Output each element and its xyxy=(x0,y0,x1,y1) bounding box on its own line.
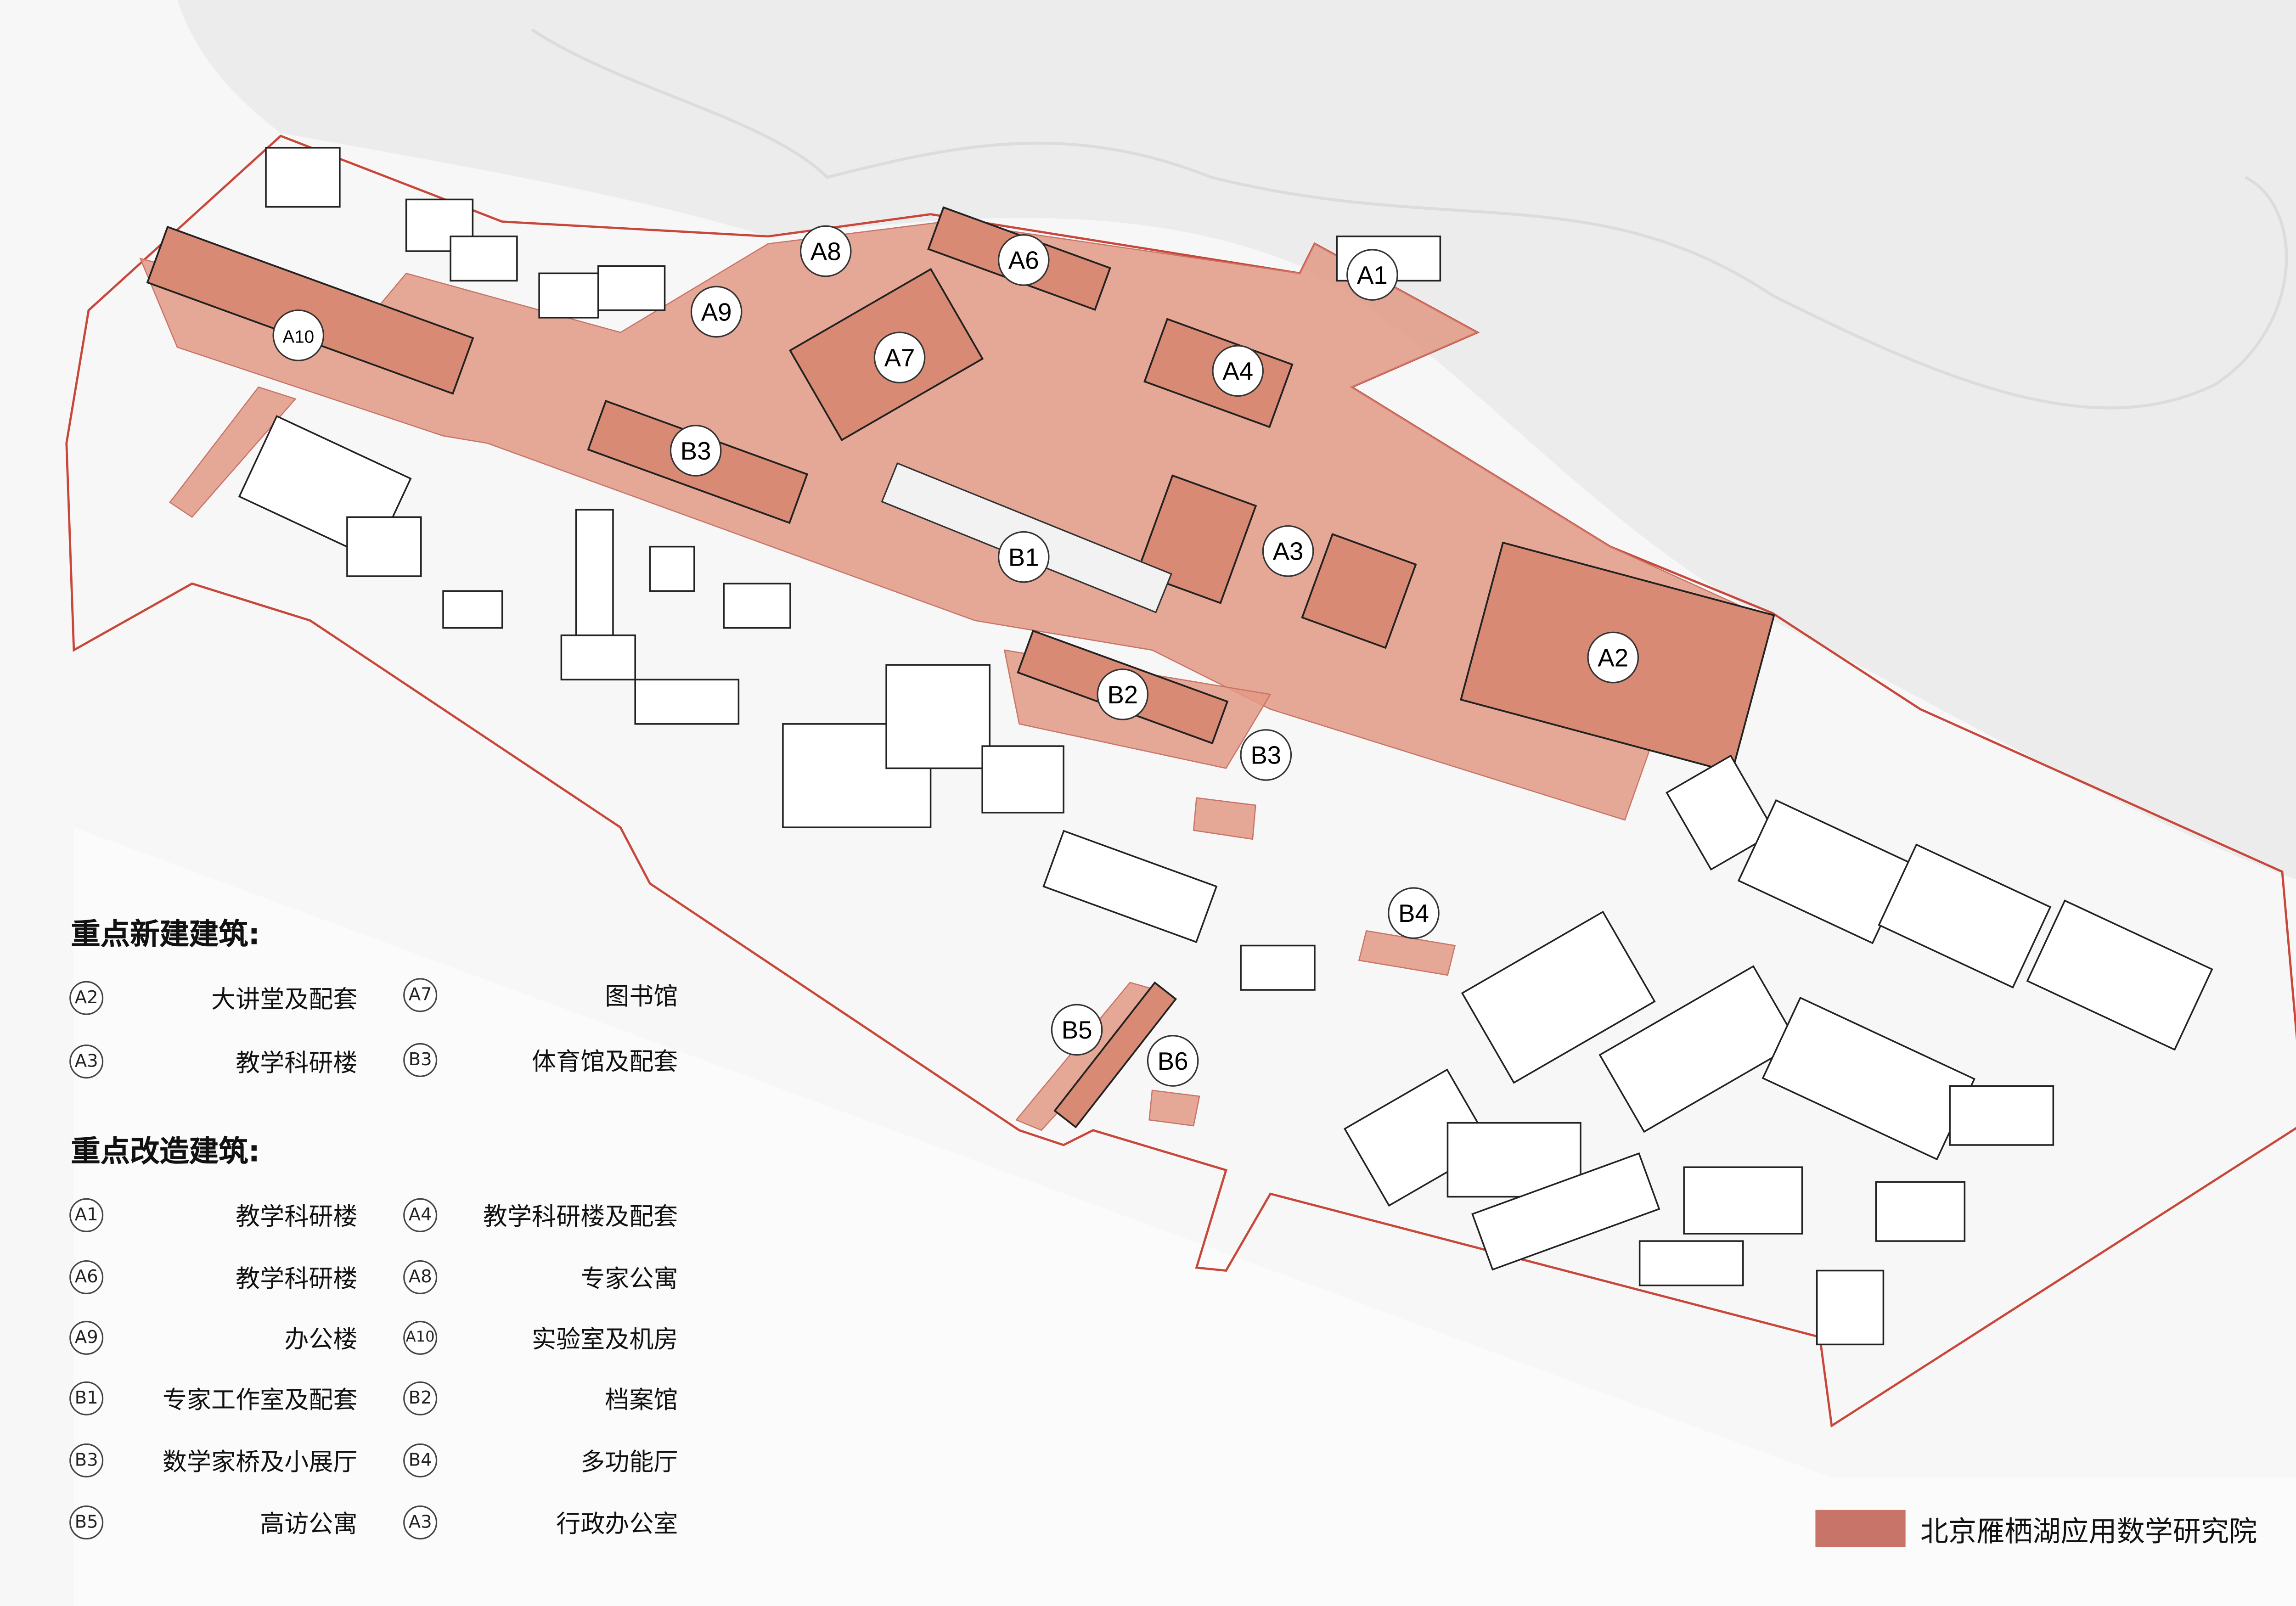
svg-text:A6: A6 xyxy=(1008,246,1039,275)
code-badge: A10 xyxy=(403,1320,438,1354)
building-a3b xyxy=(1301,533,1417,649)
svg-text:B5: B5 xyxy=(1062,1016,1092,1044)
map-labels: A10 A8 A9 A6 A7 A1 A4 B3 B1 A3 A2 B2 B3 … xyxy=(272,225,1639,1087)
legend-label: 多功能厅 xyxy=(580,1448,678,1476)
code-badge: A4 xyxy=(403,1197,438,1232)
legend-item: A7 图书馆 xyxy=(403,975,678,1014)
institute-key-label: 北京雁栖湖应用数学研究院 xyxy=(1920,1516,2257,1549)
legend-label: 教学科研楼 xyxy=(236,1264,358,1293)
legend-label: 实验室及机房 xyxy=(532,1325,678,1353)
code-badge: B5 xyxy=(69,1505,104,1539)
map-label-a3: A3 xyxy=(1262,525,1314,577)
legend-item: B3 体育馆及配套 xyxy=(403,1040,678,1078)
context-buildings xyxy=(238,147,2213,1346)
renovated-buildings-heading: 重点改造建筑: xyxy=(71,1133,260,1169)
code-badge: A3 xyxy=(69,1044,104,1078)
legend-item: B3 数学家桥及小展厅 xyxy=(69,1441,357,1479)
code-badge: B4 xyxy=(403,1443,438,1477)
svg-text:B1: B1 xyxy=(1008,543,1039,571)
new-buildings-heading: 重点新建建筑: xyxy=(71,916,260,952)
code-badge: A8 xyxy=(403,1259,438,1294)
road xyxy=(73,827,2296,1606)
legend-item: A10 实验室及机房 xyxy=(403,1318,678,1356)
map-label-b6: B6 xyxy=(1147,1035,1199,1087)
legend-item: A4 教学科研楼及配套 xyxy=(403,1195,678,1234)
legend-label: 专家工作室及配套 xyxy=(162,1386,358,1414)
zone-a10-west xyxy=(169,386,297,518)
svg-text:B2: B2 xyxy=(1107,680,1138,709)
legend-item: B5 高访公寓 xyxy=(69,1503,357,1541)
code-badge: A7 xyxy=(403,977,438,1011)
code-badge: B2 xyxy=(403,1381,438,1415)
svg-text:A7: A7 xyxy=(884,343,915,372)
code-badge: A3 xyxy=(403,1505,438,1539)
code-badge: A6 xyxy=(69,1259,104,1294)
legend-item: A3 行政办公室 xyxy=(403,1503,678,1541)
map-label-b5: B5 xyxy=(1051,1004,1103,1056)
legend-label: 专家公寓 xyxy=(580,1264,678,1293)
svg-text:A8: A8 xyxy=(810,237,841,265)
code-badge: A1 xyxy=(69,1197,104,1232)
map-label-a2: A2 xyxy=(1587,631,1639,684)
svg-text:A3: A3 xyxy=(1273,537,1304,566)
legend-label: 教学科研楼 xyxy=(236,1049,358,1077)
svg-text:A9: A9 xyxy=(701,298,732,326)
building-a3 xyxy=(1136,474,1257,604)
svg-text:B3: B3 xyxy=(1250,741,1281,769)
legend-item: A9 办公楼 xyxy=(69,1318,357,1356)
legend-item: A3 教学科研楼 xyxy=(69,1042,357,1080)
legend-label: 教学科研楼 xyxy=(236,1202,358,1231)
svg-text:A4: A4 xyxy=(1222,357,1253,385)
legend-item: B2 档案馆 xyxy=(403,1378,678,1417)
code-badge: A2 xyxy=(69,980,104,1015)
zone-b6 xyxy=(1148,1089,1200,1127)
code-badge: A9 xyxy=(69,1320,104,1354)
code-badge: B3 xyxy=(69,1443,104,1477)
building-b5 xyxy=(1053,981,1177,1129)
legend-label: 办公楼 xyxy=(284,1325,358,1353)
map-label-a10: A10 xyxy=(272,309,325,361)
hill-ridge xyxy=(531,28,2288,410)
svg-text:A1: A1 xyxy=(1357,261,1388,289)
legend-label: 体育馆及配套 xyxy=(532,1047,678,1076)
legend-item: A8 专家公寓 xyxy=(403,1258,678,1296)
legend-label: 行政办公室 xyxy=(556,1510,678,1538)
svg-text:A2: A2 xyxy=(1598,643,1628,672)
svg-text:B3: B3 xyxy=(681,437,711,465)
legend-label: 档案馆 xyxy=(605,1386,678,1414)
map-label-a8: A8 xyxy=(799,225,852,277)
code-badge: B3 xyxy=(403,1042,438,1077)
map-label-b2: B2 xyxy=(1097,668,1149,720)
zone-b3-south xyxy=(1193,797,1256,840)
hill-terrain xyxy=(177,0,2296,880)
map-label-b4: B4 xyxy=(1388,887,1440,939)
legend-item: A1 教学科研楼 xyxy=(69,1195,357,1234)
map-label-a7: A7 xyxy=(873,331,926,384)
legend-item: A6 教学科研楼 xyxy=(69,1258,357,1296)
legend-item: B4 多功能厅 xyxy=(403,1441,678,1479)
legend-label: 教学科研楼及配套 xyxy=(483,1202,678,1231)
map-label-b1: B1 xyxy=(997,531,1050,583)
map-label-b3-south: B3 xyxy=(1240,729,1292,781)
map-label-a1: A1 xyxy=(1346,249,1398,301)
map-label-a6: A6 xyxy=(997,234,1050,286)
zone-b4 xyxy=(1358,930,1456,976)
svg-text:A10: A10 xyxy=(282,327,314,347)
legend-label: 高访公寓 xyxy=(260,1510,358,1538)
svg-text:B6: B6 xyxy=(1158,1047,1188,1075)
institute-color-swatch xyxy=(1815,1510,1906,1547)
legend-item: A2 大讲堂及配套 xyxy=(69,978,357,1016)
map-label-b3: B3 xyxy=(670,425,722,477)
code-badge: B1 xyxy=(69,1381,104,1415)
svg-text:B4: B4 xyxy=(1398,899,1429,927)
legend-label: 大讲堂及配套 xyxy=(211,985,358,1014)
legend-item: B1 专家工作室及配套 xyxy=(69,1378,357,1417)
legend-label: 数学家桥及小展厅 xyxy=(162,1448,358,1476)
map-label-a4: A4 xyxy=(1212,345,1264,397)
legend-label: 图书馆 xyxy=(605,982,678,1011)
map-label-a9: A9 xyxy=(690,286,743,338)
